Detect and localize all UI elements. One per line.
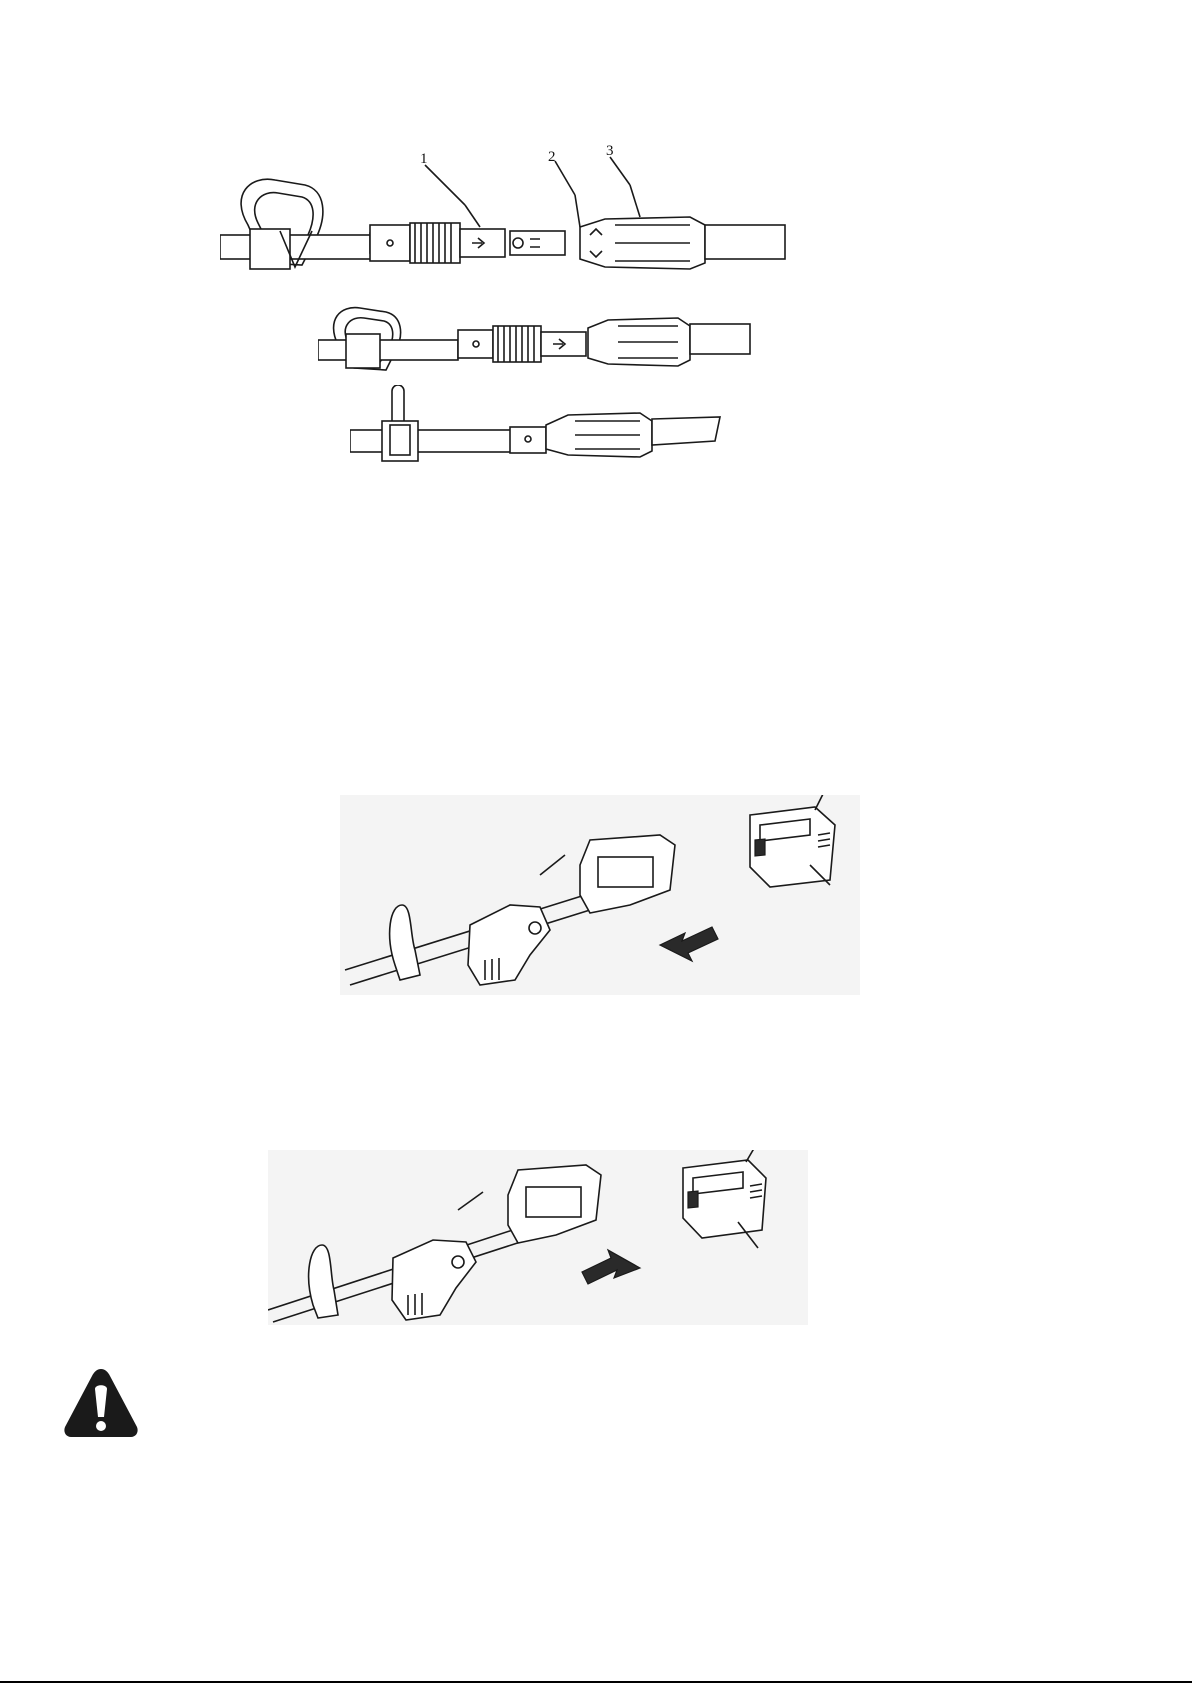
callout-1: 1 [420, 151, 428, 167]
locking-collar [580, 217, 705, 269]
ribbed-coupler [493, 326, 541, 362]
battery-pack [683, 1160, 766, 1238]
shaft-exploded-view-figure: 1 2 3 [220, 145, 800, 285]
ribbed-coupler [410, 223, 460, 263]
footer-rule [0, 1681, 1192, 1683]
warning-triangle-icon [62, 1367, 140, 1439]
battery-pack [750, 807, 835, 887]
shaft-assembled-figure [350, 385, 770, 475]
locking-collar [588, 318, 690, 366]
locking-collar [546, 413, 652, 457]
shaft-partial-assembly-figure [318, 290, 758, 380]
battery-insertion-figure [340, 795, 860, 995]
callout-2: 2 [548, 149, 556, 165]
callout-3: 3 [606, 145, 614, 159]
battery-removal-figure [268, 1150, 808, 1325]
